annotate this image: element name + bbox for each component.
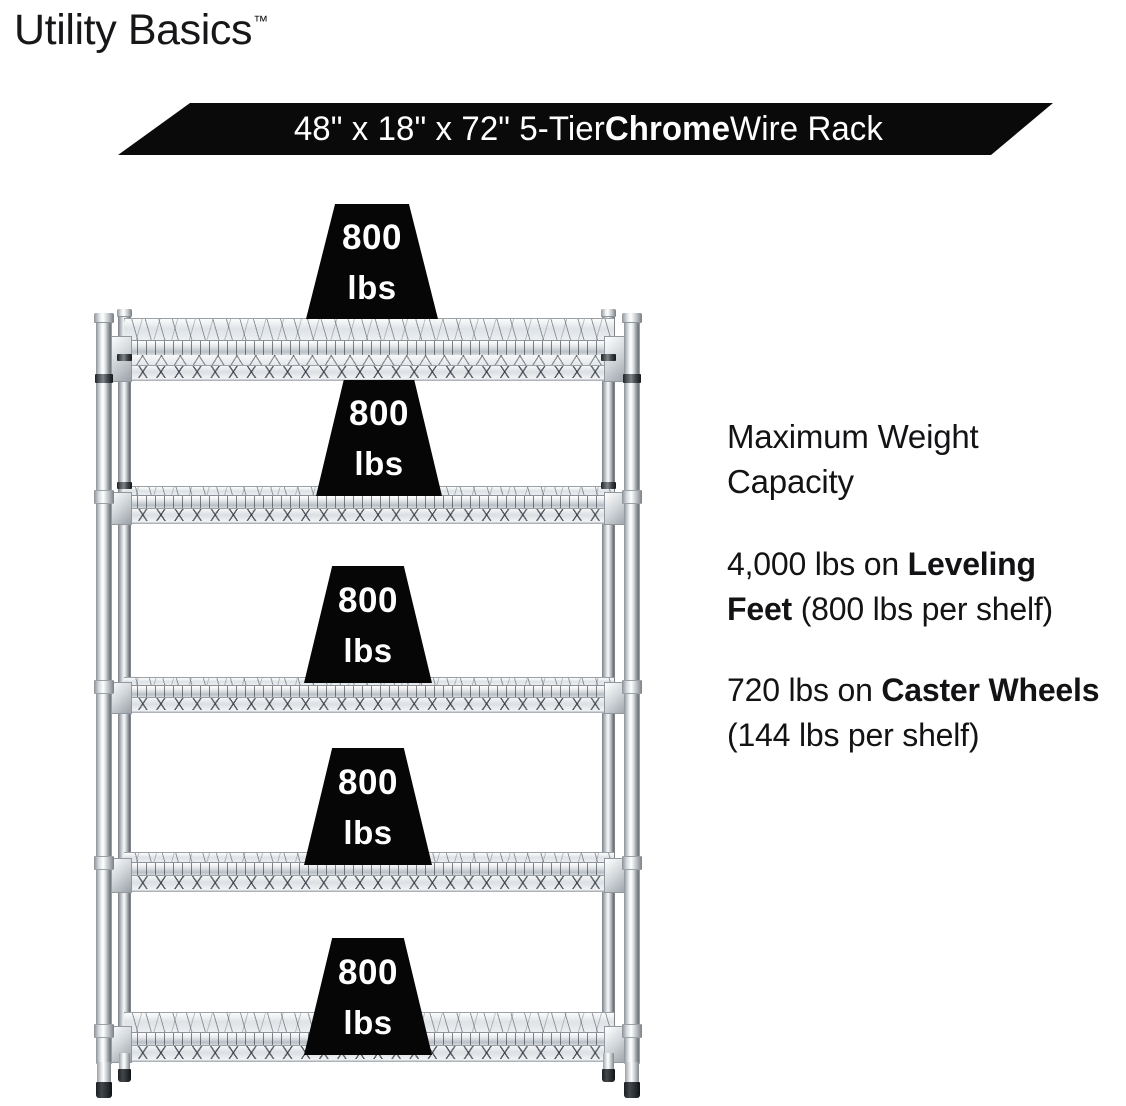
collar-front-right-4 — [622, 856, 642, 870]
leveling-foot-tip-front-left — [96, 1082, 112, 1098]
collar-front-left-1 — [95, 374, 113, 383]
leveling-foot-tip-back-left — [118, 1069, 131, 1082]
brand-logo: Utility Basics™ — [14, 6, 268, 55]
post-cap-front-left — [94, 313, 114, 323]
load-badge-3-value: 800 — [338, 580, 398, 620]
leveling-foot-tip-front-right — [624, 1082, 640, 1098]
collar-front-left-5 — [94, 1024, 114, 1038]
title-suffix: Wire Rack — [730, 109, 883, 148]
load-badge-2-value: 800 — [349, 394, 409, 433]
load-badge-tier-5: 800 lbs — [304, 938, 432, 1055]
load-badge-1-value: 800 — [342, 217, 402, 257]
load-badge-2-unit: lbs — [354, 445, 404, 482]
leveling-foot-back-right — [603, 1053, 614, 1070]
shelf-2-front-rail — [110, 495, 628, 509]
post-cap-back-right — [601, 309, 616, 317]
leveling-foot-front-right — [625, 1062, 639, 1084]
leveling-foot-tip-back-right — [602, 1069, 615, 1082]
load-badge-tier-1: 800 lbs — [306, 204, 438, 319]
shelf-2-bottom-wire — [110, 521, 628, 524]
collar-front-left-3 — [94, 680, 114, 694]
collar-front-left-4 — [94, 856, 114, 870]
load-badge-tier-3: 800 lbs — [304, 566, 432, 683]
load-badge-4-unit: lbs — [343, 813, 393, 851]
collar-back-right-2 — [601, 482, 616, 489]
load-badge-1-unit: lbs — [347, 268, 397, 306]
shelf-4-truss — [110, 875, 628, 890]
collar-front-right-5 — [622, 1024, 642, 1038]
collar-back-left-2 — [117, 482, 132, 489]
wire-rack-illustration: 800 lbs 800 lbs 800 lbs 800 lbs 800 lbs — [88, 204, 658, 1106]
title-emphasis: Chrome — [604, 109, 731, 148]
shelf-1-truss — [110, 365, 628, 379]
post-cap-back-left — [117, 309, 132, 317]
spec-caster-wheels: 720 lbs on Caster Wheels (144 lbs per sh… — [727, 668, 1107, 758]
load-badge-3-unit: lbs — [343, 631, 393, 669]
product-title-banner: 48" x 18" x 72" 5-Tier Chrome Wire Rack — [118, 103, 1053, 155]
shelf-1-mesh-top — [124, 318, 614, 342]
collar-front-left-2 — [94, 490, 114, 504]
brand-name: Utility Basics — [14, 6, 253, 54]
spec-heading: Maximum Weight Capacity — [727, 418, 979, 500]
shelf-3-bottom-wire — [110, 710, 628, 713]
load-badge-5-value: 800 — [338, 952, 398, 992]
collar-back-left-1 — [117, 354, 132, 361]
leveling-foot-back-left — [119, 1053, 130, 1070]
load-badge-4-value: 800 — [338, 762, 398, 802]
spec-column: Maximum Weight Capacity 4,000 lbs on Lev… — [727, 414, 1107, 794]
shelf-4-bottom-wire — [110, 889, 628, 892]
spec-caster-after: (144 lbs per shelf) — [727, 717, 980, 753]
load-badge-tier-2: 800 lbs — [316, 380, 442, 496]
spec-leveling-after: (800 lbs per shelf) — [792, 591, 1054, 627]
collar-front-right-3 — [622, 680, 642, 694]
post-cap-front-right — [622, 313, 642, 323]
load-badge-5-unit: lbs — [343, 1003, 393, 1041]
collar-front-right-2 — [622, 490, 642, 504]
product-title-text: 48" x 18" x 72" 5-Tier Chrome Wire Rack — [132, 103, 1039, 155]
collar-back-right-1 — [601, 354, 616, 361]
shelf-1-bottom-wire — [110, 378, 628, 381]
shelf-3-truss — [110, 697, 628, 711]
trademark-symbol: ™ — [253, 13, 269, 30]
title-prefix: 48" x 18" x 72" 5-Tier — [293, 109, 605, 148]
spec-caster-before: 720 lbs on — [727, 672, 882, 708]
load-badge-tier-4: 800 lbs — [304, 748, 432, 865]
leveling-foot-front-left — [97, 1062, 111, 1084]
spec-leveling-emphasis: Leveling Feet — [727, 546, 1036, 627]
shelf-5-bottom-wire — [110, 1059, 628, 1062]
collar-front-right-1 — [623, 374, 641, 383]
shelf-2-truss — [110, 508, 628, 522]
spec-leveling-before: 4,000 lbs on — [727, 546, 908, 582]
spec-leveling-feet: 4,000 lbs on Leveling Feet (800 lbs per … — [727, 542, 1107, 632]
spec-caster-emphasis: Caster Wheels — [881, 672, 1100, 708]
shelf-1-front-rail — [110, 340, 628, 356]
